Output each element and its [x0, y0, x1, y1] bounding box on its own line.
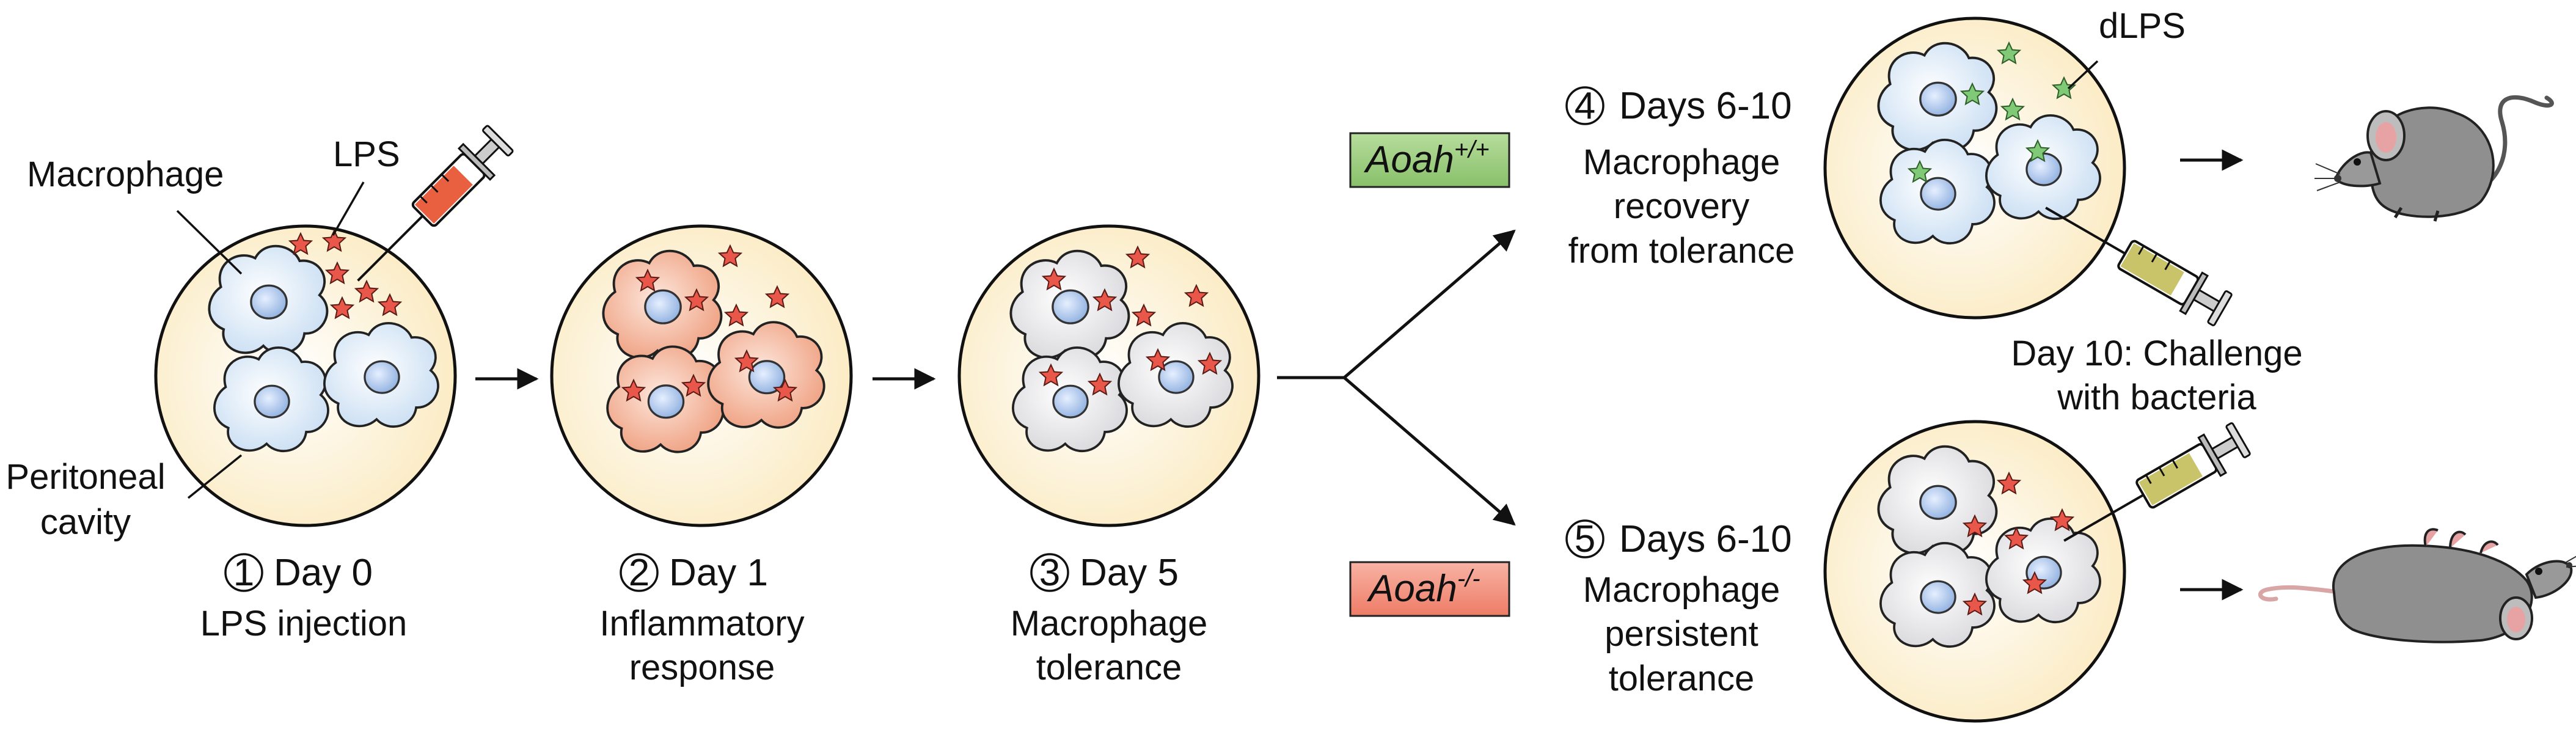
step-description: Macrophage — [1583, 142, 1780, 182]
dlps-callout-line — [2067, 60, 2099, 90]
panel-persistent — [1823, 420, 2251, 723]
challenge-label: Day 10: Challenge — [2011, 334, 2302, 373]
genotype-knockout-sup: -/- — [1457, 565, 1480, 592]
macrophage-recovered — [1985, 114, 2101, 221]
step-description: Macrophage — [1011, 604, 1207, 643]
step-title: Days 6-10 — [1619, 85, 1792, 127]
step-title: Days 6-10 — [1619, 518, 1792, 560]
sick-mouse-icon — [2258, 528, 2576, 643]
macrophage-recovered — [1877, 42, 1998, 152]
macrophage-tolerant — [1118, 321, 1234, 428]
macrophage-recovered — [1879, 138, 1996, 245]
step-number: 1 — [233, 552, 254, 594]
step4-caption: 4 Days 6-10 Macrophage recovery from tol… — [1565, 85, 1795, 271]
step-description-2: tolerance — [1036, 648, 1182, 687]
challenge-label-2: with bacteria — [2057, 378, 2256, 417]
panel-day0: Macrophage LPS Peritoneal cavity 1 Day 0… — [5, 125, 514, 643]
macrophage-callout-line — [176, 210, 243, 275]
step-description-3: tolerance — [1609, 659, 1755, 698]
genotype-box-wildtype: Aoah+/+ — [1349, 132, 1510, 188]
macrophage-naive — [208, 244, 329, 355]
genotype-wildtype-base: Aoah — [1363, 139, 1454, 181]
macrophage-label: Macrophage — [27, 155, 224, 194]
macrophage-naive — [323, 321, 439, 428]
step-number: 4 — [1575, 85, 1595, 127]
cavity-label: cavity — [40, 502, 131, 542]
step-title: Day 5 — [1080, 552, 1179, 594]
step-description-2: persistent — [1605, 614, 1758, 654]
step-description-2: recovery — [1614, 186, 1749, 226]
step-description-3: from tolerance — [1568, 231, 1795, 271]
cavity-callout-line — [187, 454, 243, 499]
syringe-lps-icon — [357, 125, 514, 282]
macrophage-naive — [213, 346, 329, 453]
dlps-label: dLPS — [2099, 6, 2186, 46]
step-description: Inflammatory — [599, 604, 804, 643]
branch-arrows — [1277, 229, 1516, 526]
step5-caption: 5 Days 6-10 Macrophage persistent tolera… — [1565, 518, 1792, 698]
macrophage-tolerant — [1012, 346, 1128, 453]
step-number: 3 — [1039, 552, 1060, 594]
genotype-knockout-base: Aoah — [1366, 568, 1457, 610]
step-number-circle — [224, 553, 263, 592]
peritoneal-label: Peritoneal — [5, 457, 165, 497]
step-description: Macrophage — [1583, 570, 1780, 610]
syringe-bacteria-icon — [2063, 422, 2251, 542]
macrophage-inflamed — [602, 249, 723, 360]
lps-callout-line — [332, 181, 365, 236]
lps-label: LPS — [333, 134, 400, 174]
panel-day1: 2 Day 1 Inflammatory response — [550, 224, 853, 687]
svg-text:Aoah+/+: Aoah+/+ — [1363, 136, 1490, 181]
step-title: Day 1 — [669, 552, 768, 594]
panel-day5: 3 Day 5 Macrophage tolerance — [957, 224, 1261, 687]
syringe-bacteria-icon — [2045, 207, 2233, 326]
step-number-circle — [1565, 519, 1605, 558]
step-number: 5 — [1575, 518, 1595, 560]
step-number-circle — [1565, 86, 1605, 125]
macrophage-tolerant — [1877, 445, 1998, 555]
step-title: Day 0 — [274, 552, 373, 594]
genotype-wildtype-sup: +/+ — [1454, 136, 1490, 163]
step-description: LPS injection — [200, 604, 408, 643]
macrophage-inflamed — [606, 345, 725, 453]
macrophage-tolerant — [1879, 541, 1996, 648]
svg-text:Aoah-/-: Aoah-/- — [1366, 565, 1480, 610]
panel-recovery: dLPS Day 10: Challenge with bacteria — [1823, 6, 2303, 417]
step-description-2: response — [629, 648, 775, 687]
macrophage-inflamed — [707, 321, 825, 429]
healthy-mouse-icon — [2314, 95, 2554, 222]
step-number: 2 — [629, 552, 649, 594]
step-number-circle — [620, 553, 659, 592]
macrophage-tolerant — [1009, 249, 1130, 360]
genotype-box-knockout: Aoah-/- — [1349, 561, 1510, 617]
step-number-circle — [1030, 553, 1069, 592]
